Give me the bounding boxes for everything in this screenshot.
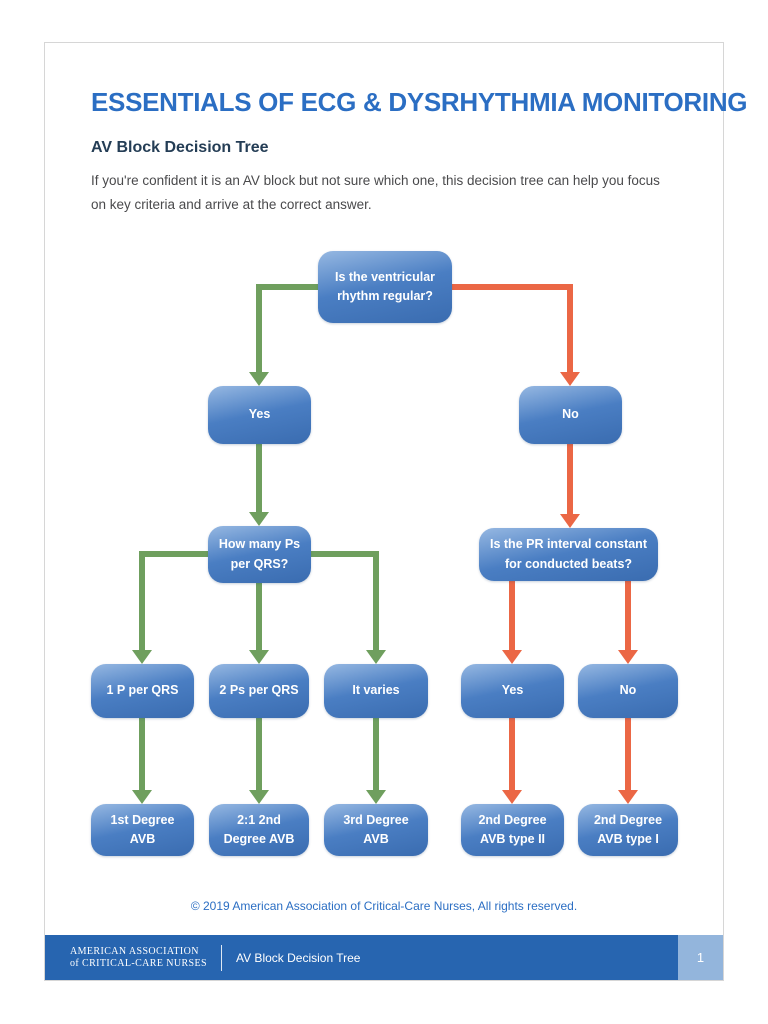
node-two-ps-per-qrs: 2 Ps per QRS: [209, 664, 309, 718]
arrowhead-to-howmany: [249, 512, 269, 526]
connector-to-one-p: [139, 551, 145, 650]
arrowhead-to-yes-right: [502, 650, 522, 664]
node-no-top: No: [519, 386, 622, 444]
node-second-degree-avb-type2: 2nd Degree AVB type II: [461, 804, 564, 856]
node-yes-left: Yes: [208, 386, 311, 444]
arrowhead-to-type1: [618, 790, 638, 804]
aacn-logo-line2: of CRITICAL-CARE NURSES: [70, 957, 207, 969]
connector-root-to-yes-horizontal: [256, 284, 318, 290]
document-page: ESSENTIALS OF ECG & DYSRHYTHMIA MONITORI…: [44, 42, 748, 981]
arrowhead-to-first-degree: [132, 790, 152, 804]
copyright-text: © 2019 American Association of Critical-…: [190, 899, 578, 913]
page-number-badge: 1: [678, 935, 723, 980]
arrowhead-to-third-degree: [366, 790, 386, 804]
footer-doc-title: AV Block Decision Tree: [235, 950, 361, 965]
arrowhead-to-yes-left: [249, 372, 269, 386]
connector-howmany-left-horizontal: [139, 551, 214, 557]
node-first-degree-avb: 1st Degree AVB: [91, 804, 194, 856]
node-second-degree-avb-type1: 2nd Degree AVB type I: [578, 804, 678, 856]
connector-yes-to-howmany: [256, 444, 262, 512]
connector-no-to-pr: [567, 444, 573, 514]
arrowhead-to-it-varies: [366, 650, 386, 664]
connector-to-type2: [509, 718, 515, 790]
node-no-right: No: [578, 664, 678, 718]
node-how-many-ps: How many Ps per QRS?: [208, 526, 311, 583]
arrowhead-to-two-one-second-degree: [249, 790, 269, 804]
node-root-question: Is the ventricular rhythm regular?: [318, 251, 452, 323]
connector-to-type1: [625, 718, 631, 790]
connector-to-two-ps: [256, 583, 262, 650]
connector-pr-to-yes-right: [509, 581, 515, 650]
arrowhead-to-no-right: [618, 650, 638, 664]
connector-root-to-no-vertical: [567, 284, 573, 372]
connector-to-two-one-second-degree: [256, 718, 262, 790]
connector-root-to-no-horizontal: [452, 284, 573, 290]
page-title: ESSENTIALS OF ECG & DYSRHYTHMIA MONITORI…: [91, 87, 748, 117]
node-two-one-second-degree-avb: 2:1 2nd Degree AVB: [209, 804, 309, 856]
footer-bar: AMERICAN ASSOCIATION of CRITICAL-CARE NU…: [45, 935, 723, 980]
connector-howmany-right-horizontal: [305, 551, 379, 557]
node-it-varies: It varies: [324, 664, 428, 718]
connector-pr-to-no-right: [625, 581, 631, 650]
aacn-logo: AMERICAN ASSOCIATION of CRITICAL-CARE NU…: [70, 946, 207, 970]
footer-divider: [220, 944, 222, 971]
arrowhead-to-type2: [502, 790, 522, 804]
aacn-logo-line1: AMERICAN ASSOCIATION: [70, 945, 199, 957]
arrowhead-to-two-ps: [249, 650, 269, 664]
intro-paragraph: If you're confident it is an AV block bu…: [91, 173, 660, 212]
node-yes-right: Yes: [461, 664, 564, 718]
arrowhead-to-one-p: [132, 650, 152, 664]
node-one-p-per-qrs: 1 P per QRS: [91, 664, 194, 718]
connector-to-first-degree: [139, 718, 145, 790]
doc-subtitle: AV Block Decision Tree: [91, 139, 269, 156]
arrowhead-to-no-top: [560, 372, 580, 386]
node-third-degree-avb: 3rd Degree AVB: [324, 804, 428, 856]
connector-root-to-yes-vertical: [256, 284, 262, 372]
connector-to-third-degree: [373, 718, 379, 790]
arrowhead-to-pr: [560, 514, 580, 528]
node-pr-constant: Is the PR interval constant for conducte…: [479, 528, 658, 581]
connector-to-it-varies: [373, 551, 379, 650]
